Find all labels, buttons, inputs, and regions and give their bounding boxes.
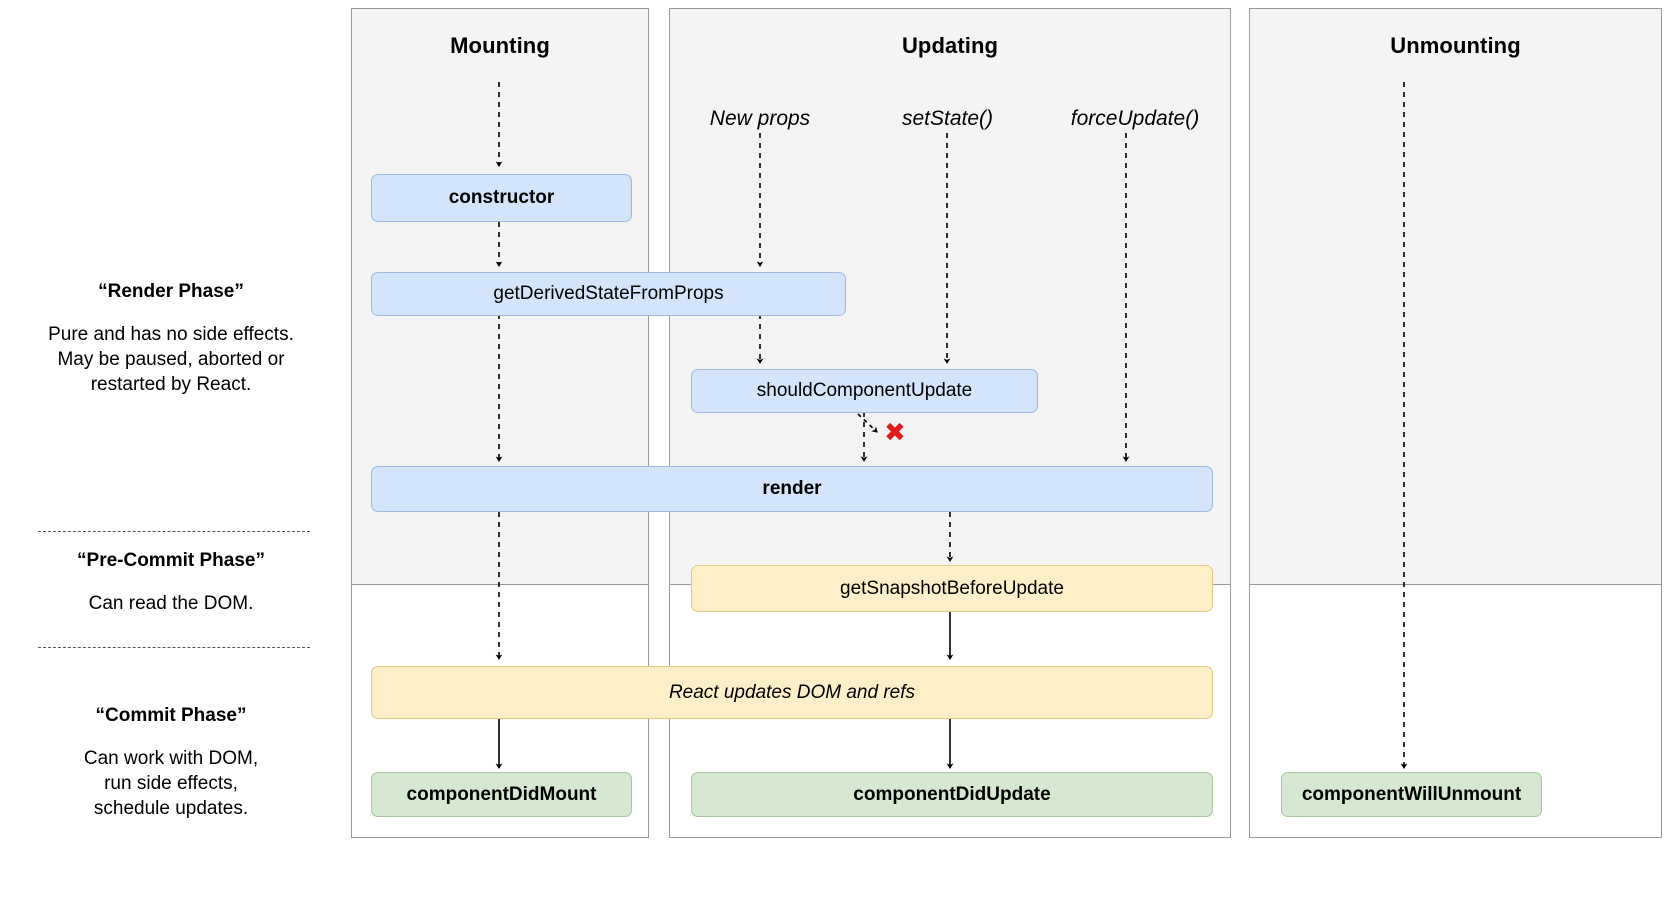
phase-legend-render: “Render Phase” Pure and has no side effe…	[6, 280, 336, 397]
node-component-will-unmount[interactable]: componentWillUnmount	[1281, 772, 1542, 817]
phase-divider-top	[38, 531, 310, 532]
phase-legend-precommit: “Pre-Commit Phase” Can read the DOM.	[6, 549, 336, 616]
phase-legend-commit: “Commit Phase” Can work with DOM, run si…	[6, 704, 336, 821]
skip-render-x-icon: ✖	[884, 418, 906, 448]
phase-legend-render-body: Pure and has no side effects. May be pau…	[48, 324, 294, 395]
phase-legend-precommit-body: Can read the DOM.	[88, 593, 254, 614]
node-get-snapshot[interactable]: getSnapshotBeforeUpdate	[691, 565, 1213, 612]
trigger-force-update: forceUpdate()	[1070, 107, 1200, 130]
render-phase-band-unmounting	[1249, 8, 1662, 585]
trigger-set-state: setState()	[901, 107, 994, 130]
phase-legend-commit-title: “Commit Phase”	[95, 705, 247, 726]
node-should-component-update[interactable]: shouldComponentUpdate	[691, 369, 1038, 413]
node-component-did-update[interactable]: componentDidUpdate	[691, 772, 1213, 817]
node-react-updates-dom[interactable]: React updates DOM and refs	[371, 666, 1213, 719]
trigger-new-props: New props	[709, 107, 811, 130]
node-constructor[interactable]: constructor	[371, 174, 632, 222]
node-get-derived-state[interactable]: getDerivedStateFromProps	[371, 272, 846, 316]
column-title-updating: Updating	[901, 33, 999, 58]
phase-legend-render-title: “Render Phase”	[98, 281, 244, 302]
column-title-unmounting: Unmounting	[1390, 33, 1521, 58]
node-component-did-mount[interactable]: componentDidMount	[371, 772, 632, 817]
phase-legend-commit-body: Can work with DOM, run side effects, sch…	[83, 748, 259, 819]
column-title-mounting: Mounting	[450, 33, 550, 58]
phase-legend-precommit-title: “Pre-Commit Phase”	[77, 550, 265, 571]
node-render[interactable]: render	[371, 466, 1213, 512]
phase-divider-bottom	[38, 647, 310, 648]
